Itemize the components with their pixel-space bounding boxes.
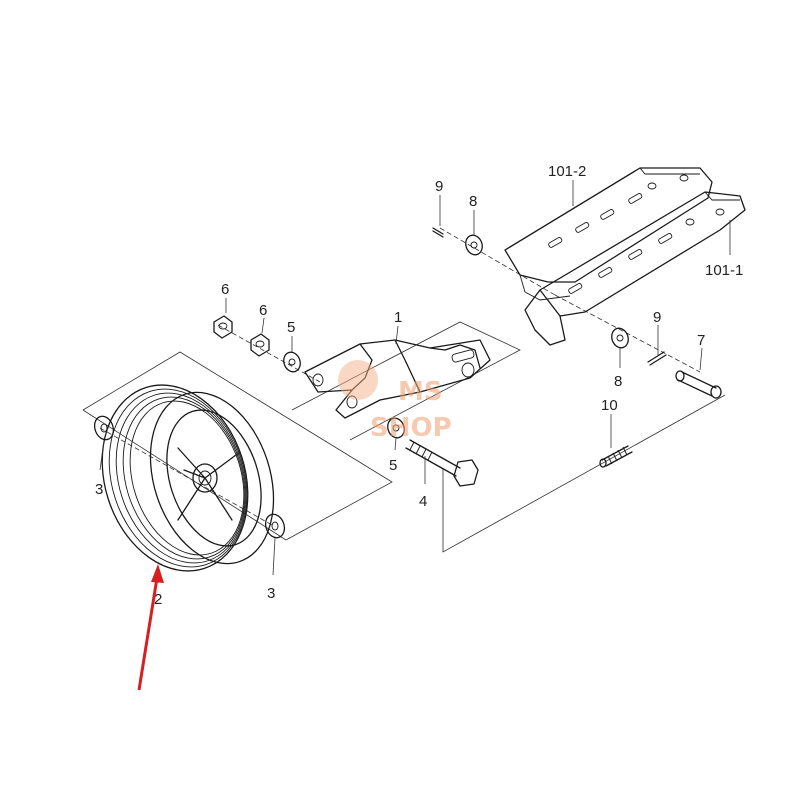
watermark-line2: SHOP [370,413,452,443]
callout-101-1: 101-1 [705,262,743,279]
wheel-assembly-box [82,351,393,541]
frame-plate-101-1 [524,191,746,346]
nut-6-right [250,333,270,357]
callout-101-2: 101-2 [548,163,586,180]
callout-3-right: 3 [267,585,275,602]
bracket-centerline-upper [439,227,556,296]
highlight-arrow [137,564,164,691]
callout-6-right: 6 [259,302,267,319]
cotter-pin-9-lower [647,351,667,366]
nut-centerline [217,324,321,383]
callout-6-left: 6 [221,281,229,298]
washer-5-upper [283,351,301,373]
callout-1: 1 [394,309,402,326]
washer-3-right [264,513,286,539]
bolt-spring-line [442,394,726,553]
callout-5-lower: 5 [389,457,397,474]
callout-2: 2 [154,591,162,608]
washer-8-lower [611,327,629,349]
washer-8-upper [465,234,483,256]
nut-6-left [213,315,233,339]
leader-lines [99,180,731,576]
washer-3-left [93,415,115,441]
wheel-assembly-box-edge [82,409,287,541]
washer-5-lower [387,417,405,439]
callout-7: 7 [697,332,705,349]
callout-10: 10 [601,397,618,414]
cotter-pin-9-upper [432,227,444,238]
callout-9-upper: 9 [435,178,443,195]
callout-5-upper: 5 [287,319,295,336]
callout-3-left: 3 [95,481,103,498]
watermark-logo: MS SHOP [338,360,452,443]
spring-part [599,445,633,468]
bolt-part [405,439,479,487]
wheel-part [101,384,275,572]
frame-plate-101-2 [504,167,713,301]
bracket-assembly-box [291,321,521,441]
callout-4: 4 [419,493,427,510]
pin-part [675,370,722,399]
callout-8-upper: 8 [469,193,477,210]
bracket-centerline-lower [554,294,701,373]
callout-9-lower: 9 [653,309,661,326]
callout-8-lower: 8 [614,373,622,390]
watermark-line1: MS [398,377,443,407]
